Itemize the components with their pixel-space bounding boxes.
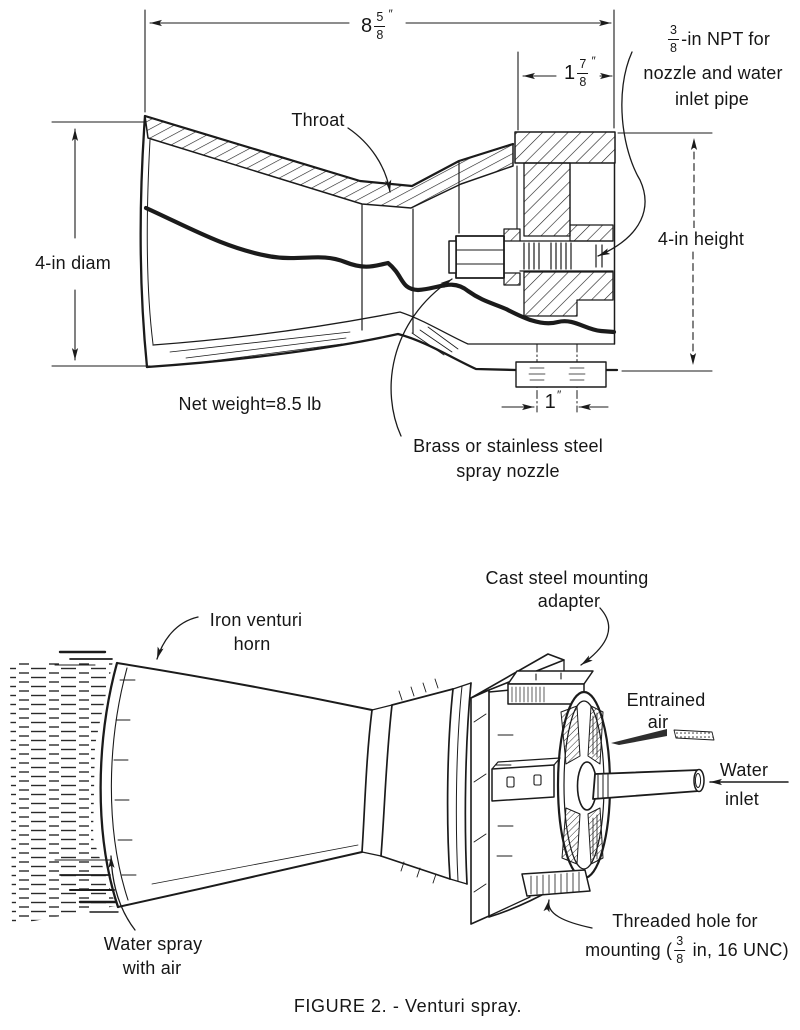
figure-caption: FIGURE 2. - Venturi spray.: [293, 996, 523, 1016]
surface-shading-lines: [169, 326, 459, 363]
horn-leader: [156, 616, 199, 660]
water-spray-label-line2: with air: [122, 958, 182, 978]
perspective-drawing: [10, 607, 789, 931]
air-arrow-dotted-icon: [673, 729, 715, 741]
leader-arrows-bottom: [108, 607, 610, 931]
nozzle-leader: [390, 278, 453, 437]
entrained-air-label-line2: air: [647, 712, 669, 732]
net-weight-label: Net weight=8.5 lb: [178, 394, 322, 414]
adapter-label-line1: Cast steel mounting: [485, 568, 649, 588]
neck-rings: [361, 678, 472, 885]
horn-label-line1: Iron venturi: [209, 610, 303, 630]
npt-thread-lines: [523, 242, 603, 270]
air-arrow-icon: [611, 729, 667, 745]
horn-label-line2: horn: [233, 634, 271, 654]
entrained-air-arrows: [611, 729, 715, 745]
throat-leader: [347, 127, 392, 193]
npt-note-line2: nozzle and water: [643, 63, 783, 83]
entrained-air-label-line1: Entrained: [626, 690, 706, 710]
spray-leader: [108, 855, 136, 931]
leader-arrows: [347, 51, 646, 437]
water-inlet-pipe: [592, 768, 705, 800]
water-inlet-label-line2: inlet: [724, 789, 760, 809]
threaded-mounting-boss: [521, 869, 591, 897]
adapter-leader: [580, 607, 610, 666]
drum-side-boss: [491, 757, 561, 802]
throat-label: Throat: [291, 110, 345, 130]
water-spray-label-line1: Water spray: [103, 934, 203, 954]
mounting-block-section: [514, 131, 616, 345]
mounting-feet: [515, 361, 607, 388]
height-dim-label: 4-in height: [653, 228, 749, 250]
threaded-leader: [543, 899, 593, 929]
diameter-dim-label: 4-in diam: [31, 252, 115, 274]
water-flow-line: [143, 205, 617, 335]
water-inlet-label-line1: Water: [719, 760, 769, 780]
spray-cloud: [10, 661, 116, 925]
npt-note-line3: inlet pipe: [674, 89, 750, 109]
spray-nozzle-section: [448, 228, 521, 286]
venturi-horn-section: [139, 114, 619, 372]
npt-leader: [597, 51, 646, 257]
spray-dense-dashes: [54, 650, 119, 913]
adapter-wheel-face: [556, 690, 612, 880]
nozzle-note-line1: Brass or stainless steel: [413, 436, 603, 456]
threaded-hole-label-line1: Threaded hole for: [612, 911, 758, 931]
cross-section-drawing: [51, 9, 713, 437]
venturi-horn-cone: [99, 661, 373, 909]
nozzle-note-line2: spray nozzle: [456, 461, 560, 481]
feet-spacing-dim: 1″: [544, 388, 562, 413]
adapter-label-line2: adapter: [537, 591, 601, 611]
